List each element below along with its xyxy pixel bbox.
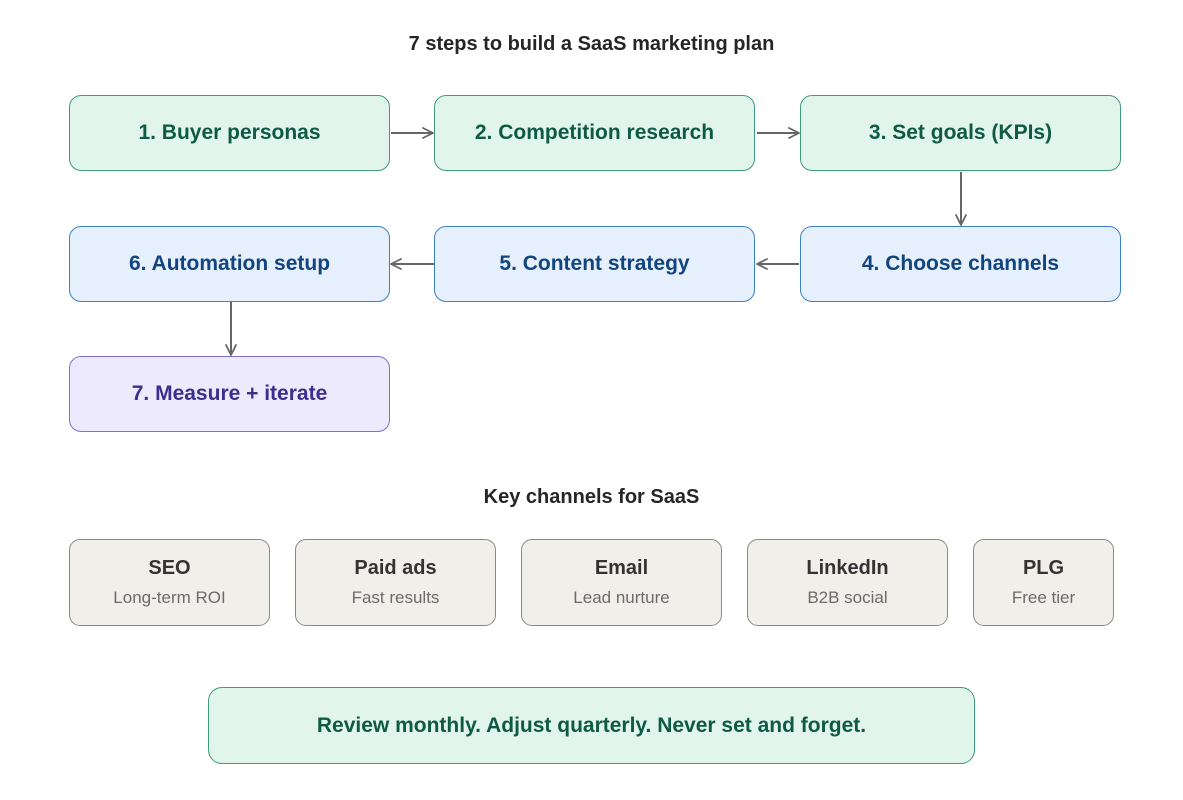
channel-desc: Long-term ROI <box>113 587 226 607</box>
channel-card-linkedin: LinkedIn B2B social <box>747 539 948 626</box>
step-3-set-goals: 3. Set goals (KPIs) <box>800 95 1121 171</box>
step-6-automation-setup: 6. Automation setup <box>69 226 390 302</box>
step-4-choose-channels: 4. Choose channels <box>800 226 1121 302</box>
step-1-buyer-personas: 1. Buyer personas <box>69 95 390 171</box>
channel-card-plg: PLG Free tier <box>973 539 1114 626</box>
channel-card-seo: SEO Long-term ROI <box>69 539 270 626</box>
channel-card-paid-ads: Paid ads Fast results <box>295 539 496 626</box>
channel-desc: Fast results <box>351 587 440 607</box>
footer-note: Review monthly. Adjust quarterly. Never … <box>208 687 975 764</box>
channel-desc: Lead nurture <box>573 587 670 607</box>
channel-name: PLG <box>1022 556 1065 579</box>
channel-desc: B2B social <box>807 587 888 607</box>
channels-title: Key channels for SaaS <box>483 486 700 508</box>
channel-card-email: Email Lead nurture <box>521 539 722 626</box>
step-5-content-strategy: 5. Content strategy <box>434 226 755 302</box>
step-7-measure-iterate: 7. Measure + iterate <box>69 356 390 432</box>
channel-name: LinkedIn <box>806 556 889 579</box>
diagram-title: 7 steps to build a SaaS marketing plan <box>408 33 775 55</box>
step-2-competition-research: 2. Competition research <box>434 95 755 171</box>
channel-name: SEO <box>148 556 191 579</box>
channel-name: Email <box>594 556 649 579</box>
channel-desc: Free tier <box>1011 587 1076 607</box>
channel-name: Paid ads <box>354 556 437 579</box>
